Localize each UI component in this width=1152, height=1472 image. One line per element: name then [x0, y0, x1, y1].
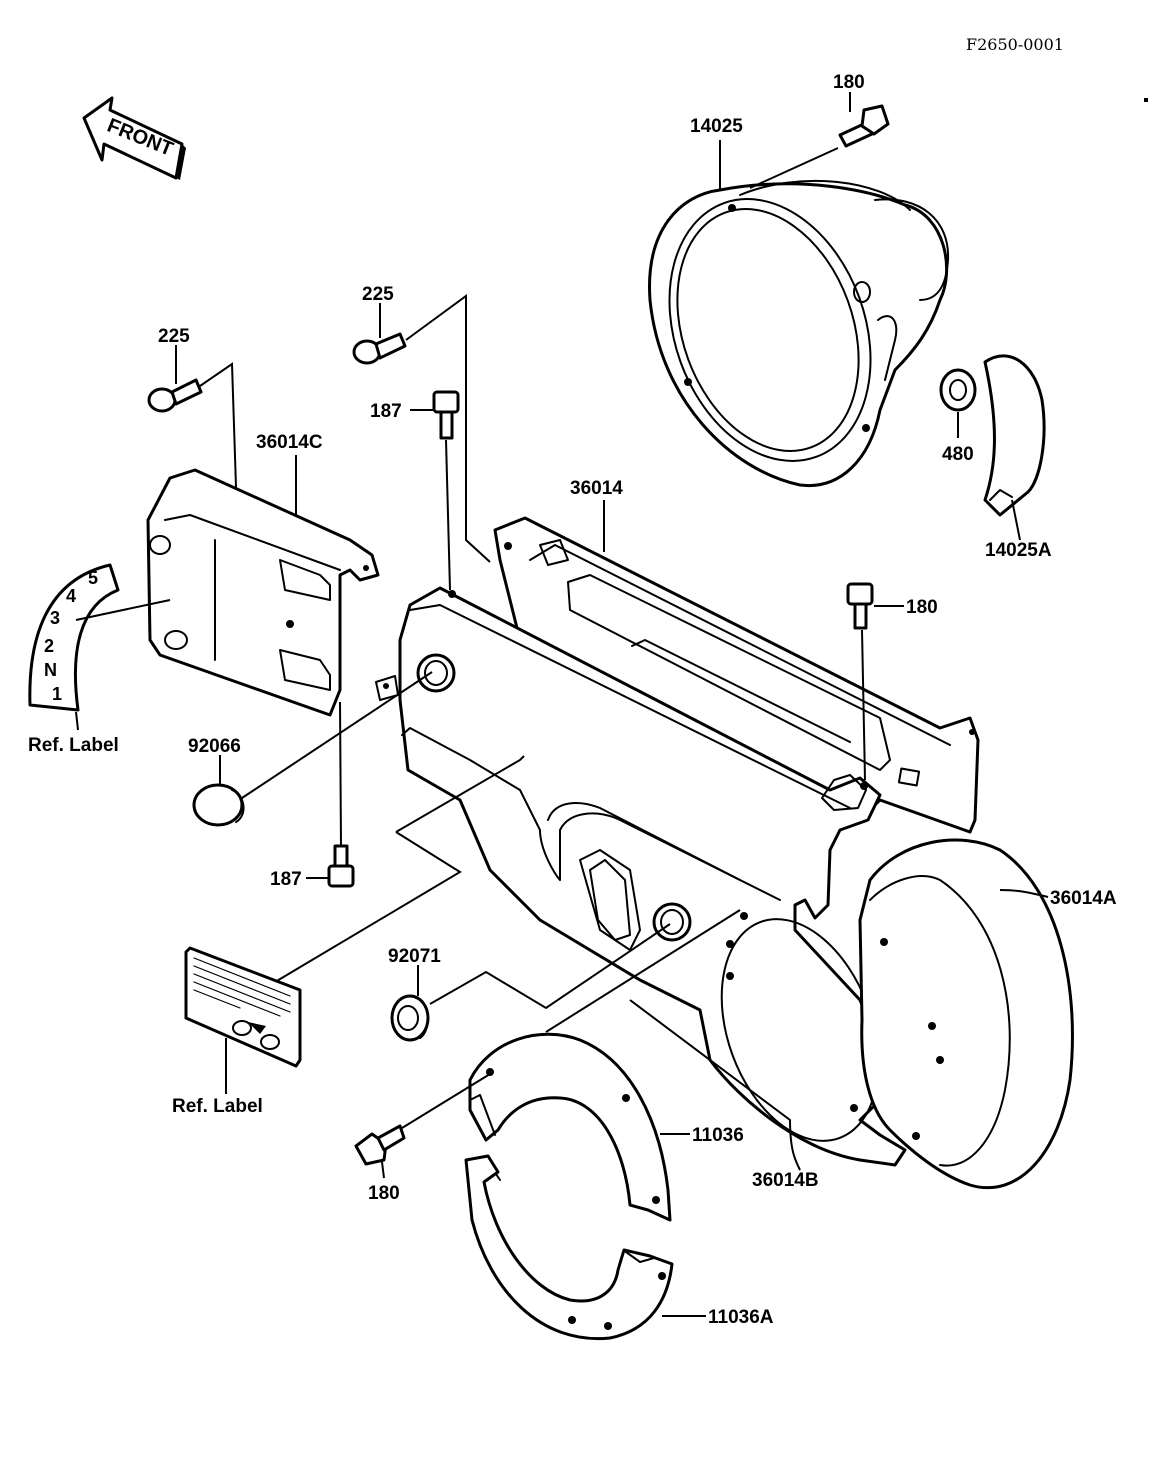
part-225-upper-bolt — [352, 332, 407, 365]
gear-label-N: N — [44, 660, 57, 680]
part-187-bottom-bolt — [327, 844, 355, 888]
part-92066-plug — [192, 783, 245, 827]
label-11036A: 11036A — [708, 1307, 774, 1328]
label-36014A: 36014A — [1050, 888, 1117, 909]
label-11036: 11036 — [692, 1125, 744, 1146]
label-ref-label-2: Ref. Label — [172, 1096, 263, 1117]
part-187-top-bolt — [432, 390, 460, 440]
leader-180-bottom-to-ring — [401, 1073, 491, 1129]
leader-180-top-to-cover — [749, 147, 839, 189]
label-180-top: 180 — [833, 72, 865, 93]
part-14025-cover — [648, 179, 950, 488]
part-92071-grommet — [390, 994, 430, 1042]
leader-11036-to-housing — [545, 909, 741, 1033]
label-36014: 36014 — [570, 478, 623, 499]
gear-label-5: 5 — [88, 568, 98, 588]
part-ref-label-plate — [184, 946, 302, 1068]
part-225-left-bolt — [147, 378, 203, 413]
leader-180-bottom — [381, 1161, 385, 1179]
label-14025A: 14025A — [985, 540, 1052, 561]
part-36014A-drum-cover — [858, 838, 1074, 1190]
gear-position-label: 1 N 2 3 4 5 — [28, 563, 120, 712]
leader-180-right-down — [861, 629, 866, 781]
leader-36014B — [629, 999, 801, 1171]
label-ref-label-1: Ref. Label — [28, 735, 119, 756]
leader-187-top-down — [445, 439, 451, 591]
leader-ref-label-2-top — [395, 755, 525, 833]
leader-92071-to-housing — [429, 923, 671, 1010]
part-180-right-bolt — [846, 582, 874, 630]
leader-92066-to-housing — [241, 671, 433, 799]
part-36014C-bracket — [146, 468, 380, 717]
leader-ref-label-2-path — [269, 831, 462, 986]
label-187-bottom: 187 — [270, 869, 302, 890]
label-92071: 92071 — [388, 946, 441, 967]
front-arrow-icon: FRONT — [82, 96, 186, 180]
scan-mark — [1144, 98, 1148, 102]
part-11036A-ring-half — [464, 1154, 674, 1341]
leader-14025A — [1011, 499, 1021, 541]
leader-ref-label-1 — [75, 711, 79, 731]
diagram-code: F2650-0001 — [966, 35, 1064, 54]
part-36014B-front-cover — [375, 586, 907, 1167]
leader-gear-label — [75, 599, 171, 621]
label-225-upper: 225 — [362, 284, 394, 305]
gear-label-3: 3 — [50, 608, 60, 628]
label-36014B: 36014B — [752, 1170, 819, 1191]
label-36014C: 36014C — [256, 432, 323, 453]
label-187-top: 187 — [370, 401, 402, 422]
leader-225-upper-path — [405, 294, 491, 563]
label-225-left: 225 — [158, 326, 190, 347]
gear-label-1: 1 — [52, 684, 62, 704]
label-480: 480 — [942, 444, 974, 465]
leader-36014A — [999, 889, 1049, 898]
part-11036-ring-half — [468, 1032, 672, 1222]
gear-label-2: 2 — [44, 636, 54, 656]
part-480-clip — [939, 368, 977, 412]
label-180-bottom: 180 — [368, 1183, 400, 1204]
gear-label-4: 4 — [66, 586, 76, 606]
part-180-top-bolt — [838, 104, 890, 148]
part-180-bottom-bolt — [354, 1124, 406, 1166]
label-92066: 92066 — [188, 736, 241, 757]
part-14025A-strap — [983, 354, 1046, 517]
leader-187-bottom-up — [339, 701, 342, 847]
label-14025: 14025 — [690, 116, 743, 137]
label-180-right: 180 — [906, 597, 938, 618]
